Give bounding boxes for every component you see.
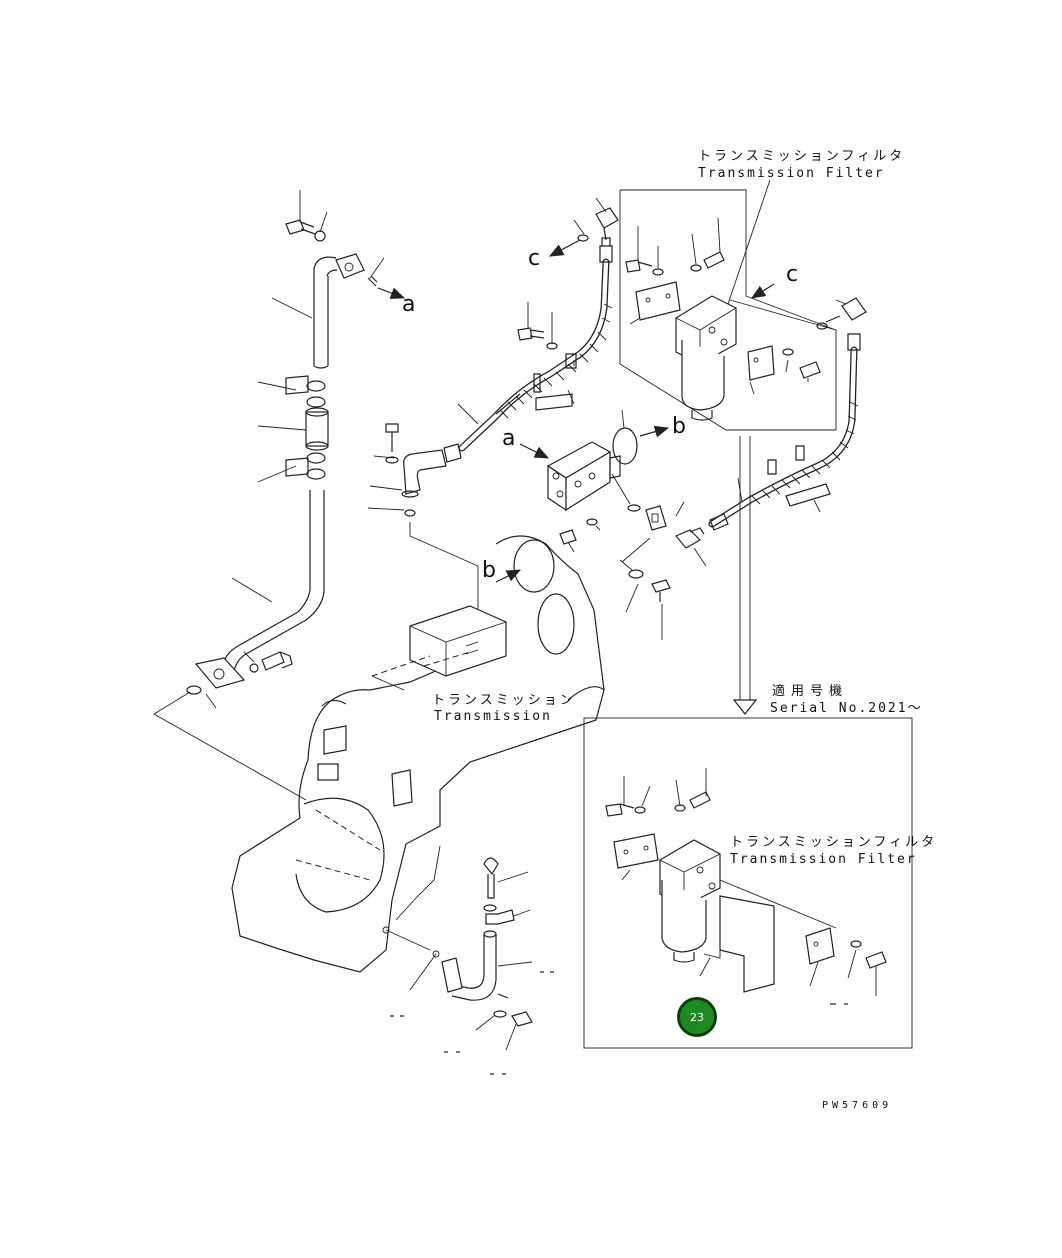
lower-tube-assembly (385, 857, 554, 1075)
ref-c-left: c (528, 246, 541, 271)
middle-hose-assembly (367, 197, 670, 634)
transmission-label-jp: トランスミッション (432, 693, 576, 708)
left-pipe-assembly (153, 190, 406, 801)
ref-b-pump: b (672, 414, 686, 439)
callout-number-badge[interactable]: 23 (677, 997, 717, 1037)
transmission-label-en: Transmission (434, 709, 552, 724)
filter-label-en-top: Transmission Filter (698, 166, 885, 181)
ref-c-right: c (786, 262, 799, 287)
filter-label-en-inset: Transmission Filter (730, 852, 917, 867)
filter-box-top (619, 179, 837, 715)
inset-box (583, 717, 913, 1049)
valve-block (546, 409, 641, 512)
ref-b-housing: b (482, 558, 496, 583)
filter-label-jp-inset: トランスミッションフィルタ (730, 835, 938, 850)
ref-a-pipe: a (402, 292, 416, 317)
filter-label-jp-top: トランスミッションフィルタ (698, 149, 906, 164)
serial-label-jp: 適用号機 (772, 684, 849, 699)
transmission-housing (231, 535, 605, 973)
serial-label-en: Serial No.2021～ (770, 701, 923, 716)
drawing-code: PW57609 (822, 1100, 893, 1111)
ref-a-block: a (502, 426, 516, 451)
right-hose-assembly (559, 297, 867, 640)
